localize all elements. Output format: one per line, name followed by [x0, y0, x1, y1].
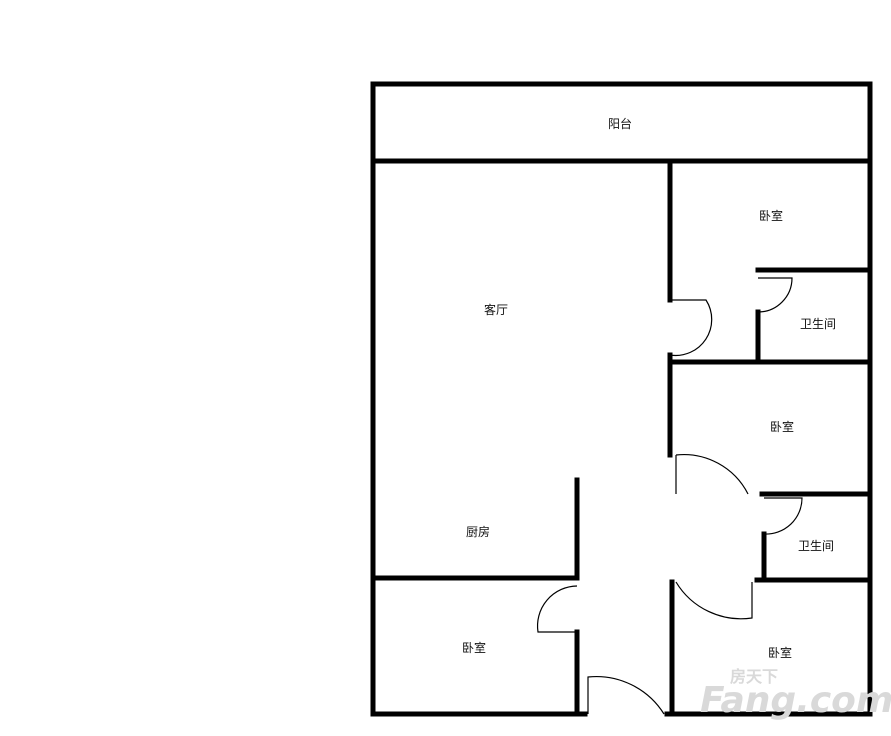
interior-walls — [370, 158, 873, 717]
bottom-left-bedroom-door — [536, 585, 578, 633]
kitchen-label: 厨房 — [466, 524, 490, 539]
doors — [536, 277, 803, 715]
watermark-brand: Fang.com — [700, 680, 891, 721]
watermark-chinese: 房天下 — [730, 667, 778, 686]
bedroom-bottom-left-label: 卧室 — [462, 640, 486, 655]
living-room-door — [669, 299, 713, 357]
outer-walls — [370, 81, 873, 717]
bedroom-middle-label: 卧室 — [770, 419, 794, 434]
bottom-right-bedroom-door — [675, 581, 753, 620]
bathroom-bottom-label: 卫生间 — [798, 539, 834, 553]
entrance-door — [587, 675, 665, 715]
bottom-bathroom-door — [763, 497, 803, 535]
top-bathroom-door — [757, 277, 793, 313]
balcony-label: 阳台 — [608, 116, 632, 131]
bedroom-bottom-right-label: 卧室 — [768, 645, 792, 660]
bedroom-top-label: 卧室 — [759, 208, 783, 223]
middle-bedroom-door — [675, 453, 749, 495]
fang-watermark: 房天下 Fang.com — [700, 667, 891, 721]
living-room-label: 客厅 — [484, 302, 508, 317]
bathroom-top-label: 卫生间 — [800, 317, 836, 331]
